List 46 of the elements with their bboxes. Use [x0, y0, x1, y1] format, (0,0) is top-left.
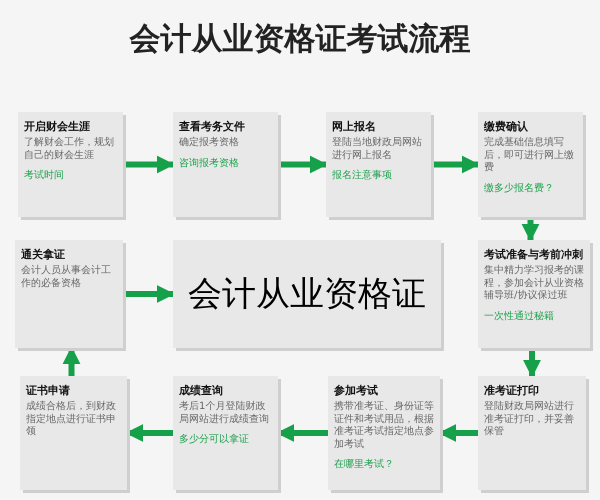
step-description: 会计人员从事会计工作的必备资格 [21, 265, 112, 290]
step-card [478, 240, 590, 348]
step-description: 携带准考证、身份证等证件和考试用品，根据准考证考试指定地点参加考试 [334, 401, 434, 451]
step-title: 成绩查询 [179, 383, 224, 398]
step-card [173, 376, 278, 490]
step-card [20, 376, 127, 490]
step-link: 考试时间 [24, 168, 65, 182]
center-card [173, 240, 441, 348]
step-link: 在哪里考试？ [334, 458, 395, 471]
step-card [328, 376, 440, 490]
step-title: 证书申请 [26, 383, 71, 398]
arrow [123, 285, 175, 303]
step-title: 缴费确认 [484, 119, 529, 134]
step-description: 集中精力学习报考的课程，参加会计从业资格辅导班/协议保过班 [484, 265, 584, 302]
step-link: 咨询报考资格 [179, 156, 240, 170]
step-description: 考后1个月登陆财政局网站进行成绩查询 [179, 401, 270, 426]
arrow [123, 156, 175, 174]
step-title: 考试准备与考前冲刺 [484, 247, 584, 262]
step-card [173, 112, 278, 217]
step-link: 报名注意事项 [332, 168, 393, 182]
step-card [18, 112, 123, 217]
arrow [278, 156, 328, 174]
step-card [478, 112, 583, 217]
step-link: 一次性通过秘籍 [484, 310, 555, 322]
step-title: 开启财会生涯 [24, 119, 91, 134]
diagram-title: 会计从业资格证考试流程 [128, 20, 472, 59]
arrow [522, 217, 540, 242]
step-title: 准考证打印 [484, 383, 540, 398]
step-card [326, 112, 431, 217]
step-title: 通关拿证 [21, 247, 66, 262]
card-heading: 会计从业资格证 [188, 273, 426, 316]
step-description: 成绩合格后，到财政指定地点进行证书申领 [26, 401, 117, 438]
step-card [15, 240, 123, 348]
step-description: 了解财会工作，规划自己的财会生涯 [24, 137, 115, 162]
arrow [431, 156, 480, 174]
step-description: 登陆财政局网站进行准考证打印，并妥善保管 [484, 401, 575, 438]
step-card [478, 376, 586, 490]
step-title: 查看考务文件 [179, 119, 246, 134]
step-link: 缴多少报名费？ [484, 182, 555, 194]
step-description: 完成基础信息填写后，即可进行网上缴费 [484, 137, 575, 174]
step-description: 登陆当地财政局网站进行网上报名 [332, 137, 423, 162]
step-link: 多少分可以拿证 [179, 432, 250, 446]
step-description: 确定报考资格 [179, 137, 240, 150]
arrow [523, 348, 541, 378]
step-title: 参加考试 [334, 383, 379, 398]
step-title: 网上报名 [332, 119, 377, 134]
